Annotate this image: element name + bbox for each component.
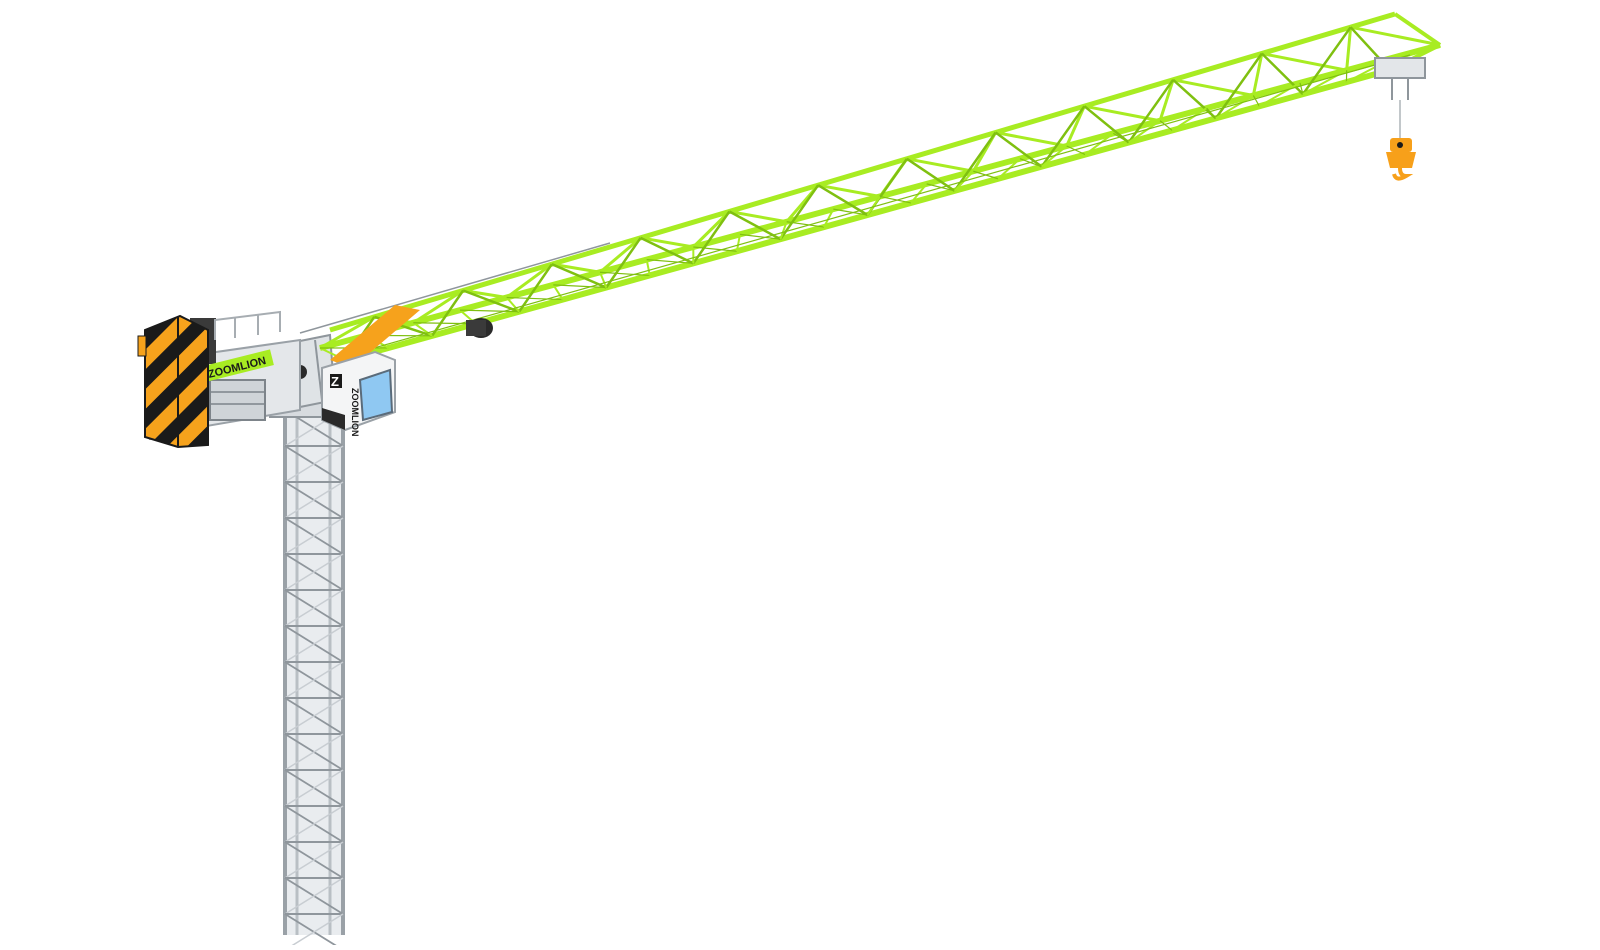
mast-body	[285, 410, 343, 935]
counterweights	[138, 316, 208, 447]
jib-tie-rod	[300, 243, 610, 333]
cab-logo: Z	[331, 374, 339, 389]
tower-mast	[285, 410, 343, 945]
jib	[300, 14, 1440, 368]
counterweight-stack	[145, 316, 208, 447]
hook-block	[1386, 138, 1416, 179]
cab-brand-text: ZOOMLION	[350, 388, 360, 437]
jib-walkway	[360, 55, 1410, 352]
cab-window	[360, 370, 392, 420]
trolley-body	[1375, 58, 1425, 78]
jib-cross-tie	[460, 310, 519, 312]
cab-brand-plate: ZOOMLION	[350, 388, 360, 437]
jib-lattice	[320, 14, 1440, 360]
operator-cab: Z ZOOMLION	[322, 352, 395, 437]
jib-web	[1160, 80, 1173, 121]
jib-cross-tie	[507, 298, 563, 300]
hoist-winch	[210, 380, 265, 420]
hook-body	[1386, 152, 1416, 168]
hook-icon	[1394, 168, 1406, 179]
trolley	[1375, 58, 1425, 138]
jib-top-chord	[330, 14, 1395, 330]
